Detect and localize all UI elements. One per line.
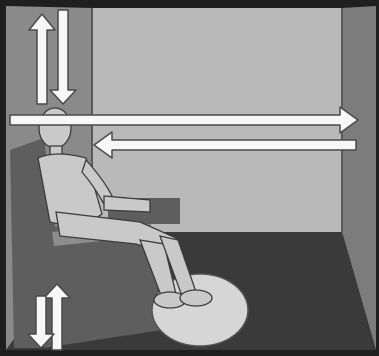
airflow-up-arrow bbox=[28, 13, 56, 105]
floor-up-arrow bbox=[43, 283, 71, 351]
airflow-right-arrow bbox=[9, 106, 359, 134]
right-wall bbox=[342, 6, 376, 350]
airflow-down-arrow bbox=[49, 9, 77, 105]
floor-down-arrow bbox=[27, 295, 55, 349]
airflow-left-arrow bbox=[93, 131, 357, 159]
airflow-arrows bbox=[9, 9, 359, 351]
